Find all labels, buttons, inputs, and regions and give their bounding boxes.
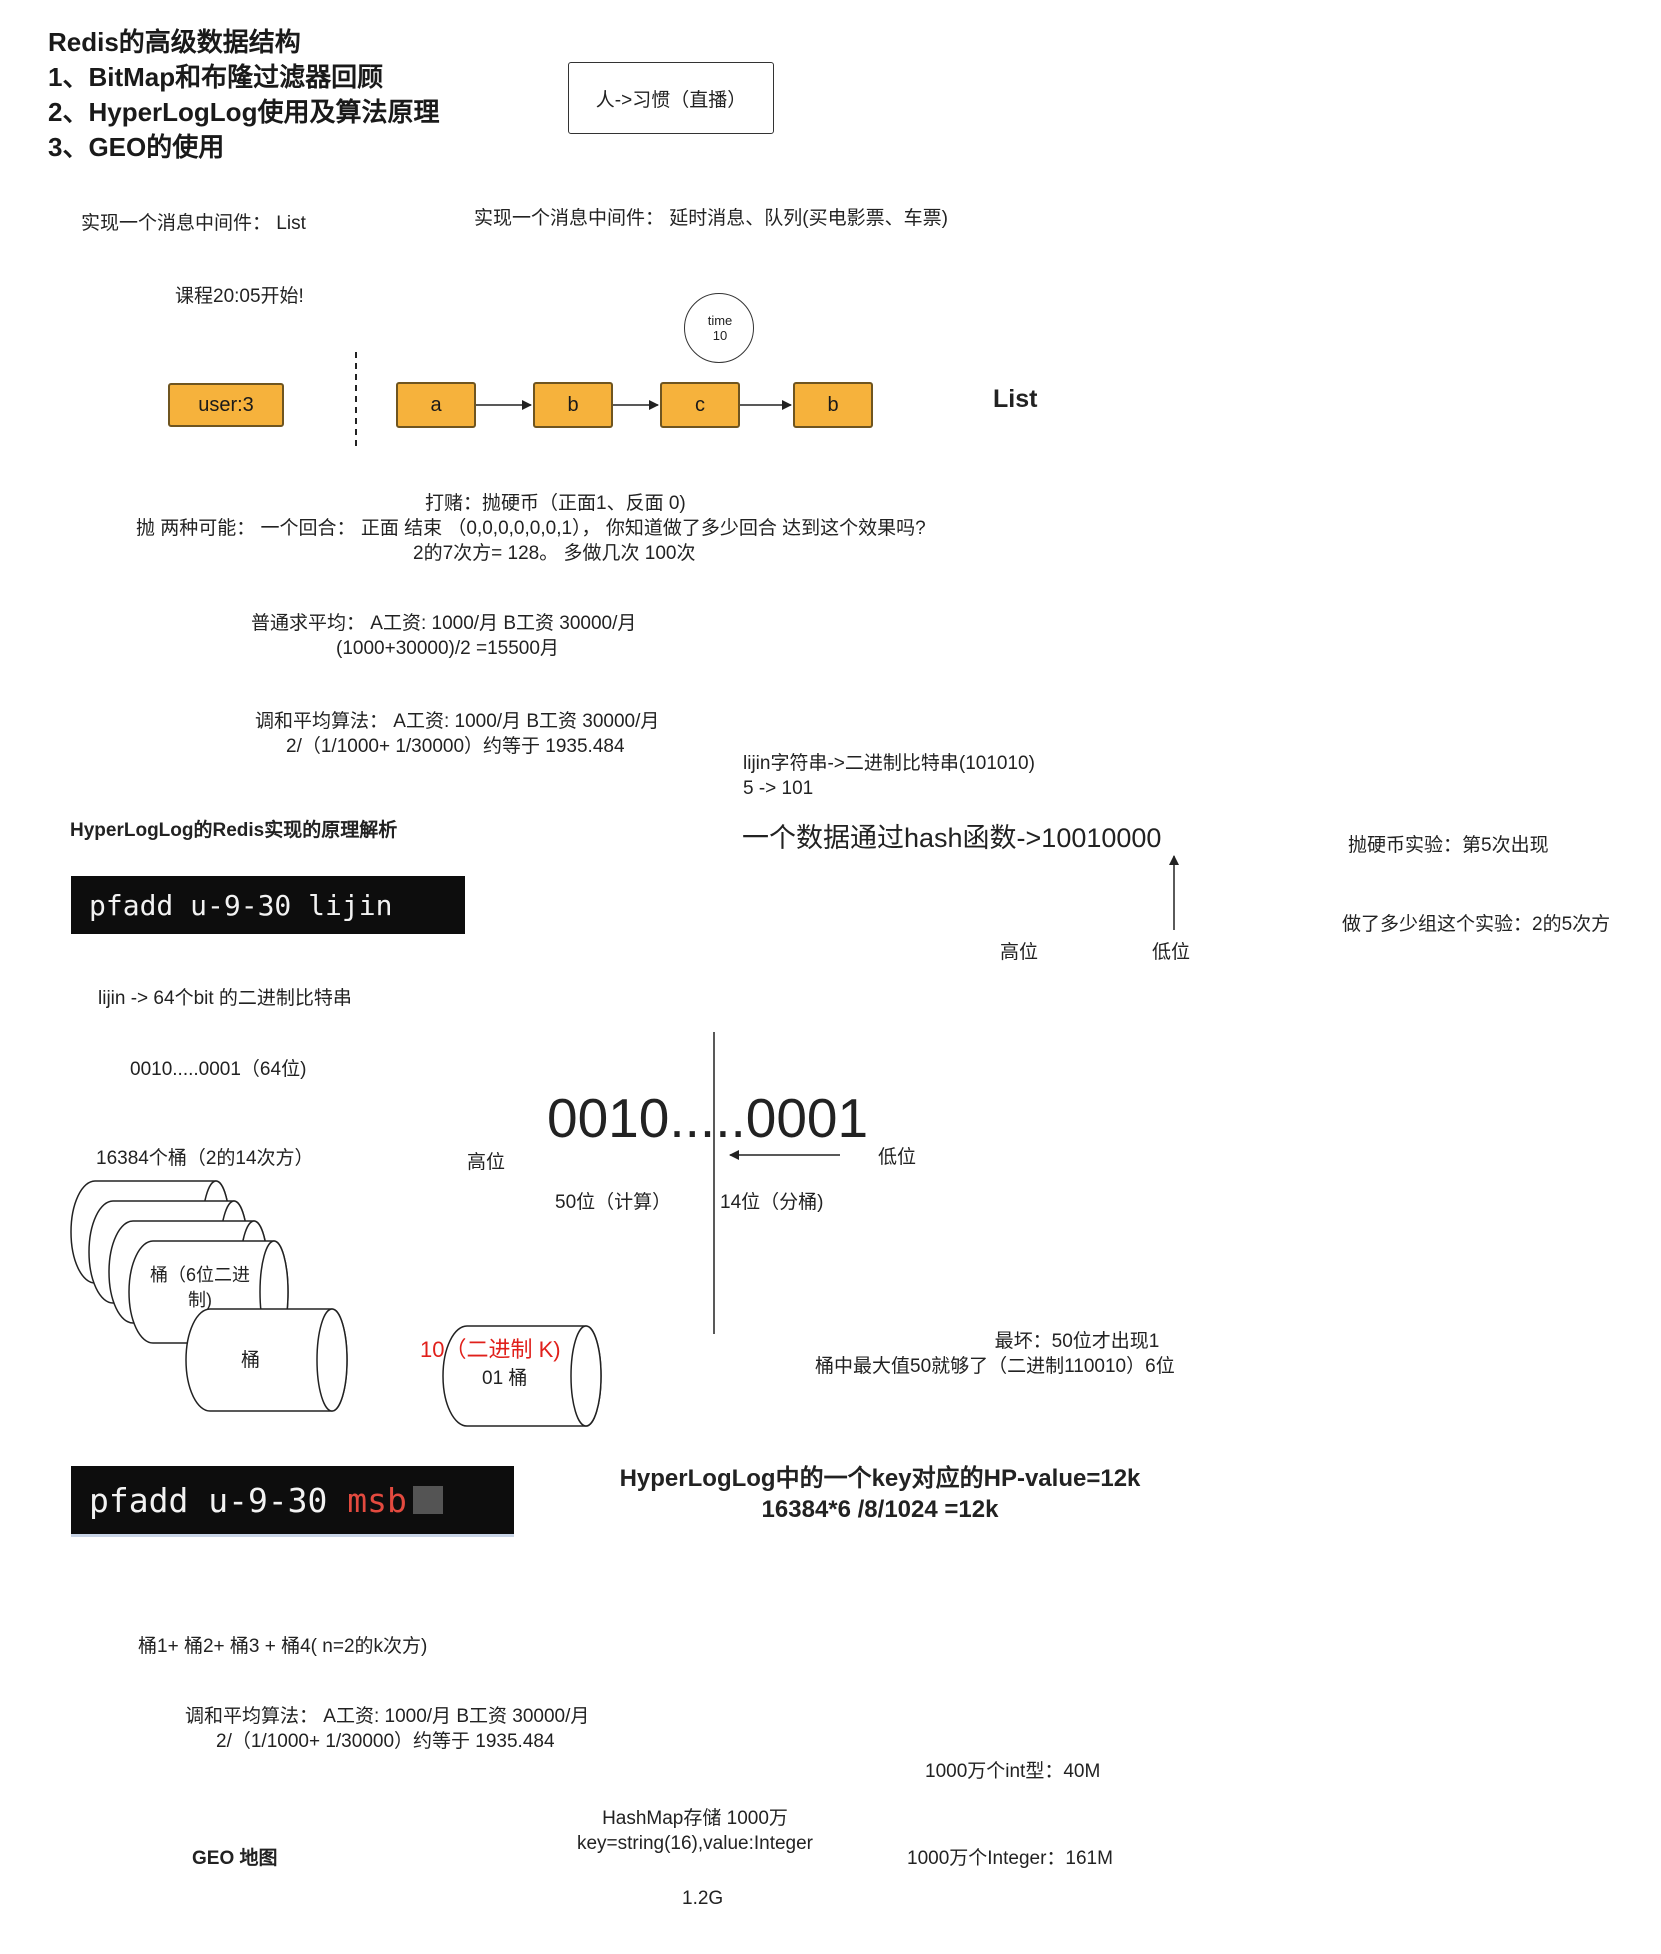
time-circle-label: time <box>707 313 733 328</box>
bucket-sum-text: 桶1+ 桶2+ 桶3 + 桶4( n=2的k次方) <box>138 1636 428 1657</box>
time-circle-value: 10 <box>712 328 728 343</box>
title-line-1: Redis的高级数据结构 <box>48 27 301 57</box>
to-64bit-text: lijin -> 64个bit 的二进制比特串 <box>98 988 352 1009</box>
time-circle: time 10 <box>684 293 754 363</box>
terminal-cmd-2-highlight: msb <box>347 1480 407 1520</box>
habit-box: 人->习惯（直播） <box>568 62 774 134</box>
bucket-6bit-label: 桶（6位二进制) <box>149 1265 250 1310</box>
list-node-label: a <box>430 393 442 416</box>
terminal-cmd-2: pfadd u-9-30 msb <box>71 1466 514 1534</box>
mq-list-text: 实现一个消息中间件： List <box>81 213 306 234</box>
blurred-cursor <box>412 1486 443 1514</box>
course-start-text: 课程20:05开始! <box>175 286 304 307</box>
terminal-cmd-1: pfadd u-9-30 lijin <box>71 876 465 934</box>
bucket-stack <box>70 1180 602 1427</box>
hll-high-bit-label: 高位 <box>467 1152 506 1173</box>
list-node-c: c <box>660 382 740 428</box>
list-node-b-2: b <box>793 382 873 428</box>
bits-64-text: 0010.....0001（64位) <box>130 1059 307 1080</box>
list-node-b: b <box>533 382 613 428</box>
mq-delay-text: 实现一个消息中间件： 延时消息、队列(买电影票、车票) <box>474 208 948 229</box>
worst-case-line-1: 最坏：50位才出现1 <box>994 1331 1160 1352</box>
buckets-count-text: 16384个桶（2的14次方） <box>96 1148 314 1169</box>
list-node-label: b <box>827 393 839 416</box>
harmonic-avg-line-1: 调和平均算法： A工资: 1000/月 B工资 30000/月 <box>255 711 660 732</box>
group-experiment-text: 做了多少组这个实验：2的5次方 <box>1342 914 1611 935</box>
coin-bet-text: 打赌：抛硬币（正面1、反面 0) <box>425 493 686 514</box>
terminal-underline <box>71 1534 514 1537</box>
bucket-label: 桶 <box>241 1350 261 1371</box>
bottom-harmonic-line-1: 调和平均算法： A工资: 1000/月 B工资 30000/月 <box>185 1706 590 1727</box>
list-node-label: c <box>695 393 705 416</box>
list-node-label: b <box>567 393 579 416</box>
hashmap-line-1: HashMap存储 1000万 <box>602 1808 788 1829</box>
normal-avg-line-2: (1000+30000)/2 =15500月 <box>336 638 559 659</box>
size-text: 1.2G <box>682 1888 724 1909</box>
harmonic-avg-line-2: 2/（1/1000+ 1/30000）约等于 1935.484 <box>286 736 625 757</box>
worst-case-line-2: 桶中最大值50就够了（二进制110010）6位 <box>815 1356 1175 1377</box>
bottom-harmonic-line-2: 2/（1/1000+ 1/30000）约等于 1935.484 <box>216 1731 555 1752</box>
user-node: user:3 <box>168 383 284 427</box>
bits-14-text: 14位（分桶) <box>720 1192 824 1213</box>
normal-avg-line-1: 普通求平均： A工资: 1000/月 B工资 30000/月 <box>251 613 637 634</box>
coin-experiment-text: 抛硬币实验：第5次出现 <box>1348 835 1549 856</box>
coin-rounds-text: 抛 两种可能： 一个回合： 正面 结束 （0,0,0,0,0,0,1）， 你知道… <box>136 518 926 539</box>
five-binary-text: 5 -> 101 <box>743 778 814 799</box>
terminal-cmd-1-text: pfadd u-9-30 lijin <box>89 888 393 922</box>
list-node-a: a <box>396 382 476 428</box>
title-line-4: 3、GEO的使用 <box>48 132 225 162</box>
title-line-2: 1、BitMap和布隆过滤器回顾 <box>48 62 384 92</box>
title-line-3: 2、HyperLogLog使用及算法原理 <box>48 97 440 127</box>
habit-box-label: 人->习惯（直播） <box>595 89 747 111</box>
list-label: List <box>993 385 1038 413</box>
integer-memory-text: 1000万个Integer：161M <box>907 1848 1113 1869</box>
hll-heading: HyperLogLog的Redis实现的原理解析 <box>70 820 398 841</box>
terminal-cmd-2-prefix: pfadd u-9-30 <box>89 1480 348 1520</box>
bits-50-text: 50位（计算） <box>555 1192 672 1213</box>
user-node-label: user:3 <box>198 393 254 416</box>
red-binary-k-note: 10（二进制 K) <box>420 1337 561 1362</box>
geo-map-text: GEO 地图 <box>192 1848 278 1869</box>
hll-low-bit-label: 低位 <box>878 1147 917 1168</box>
hashmap-line-2: key=string(16),value:Integer <box>576 1833 814 1854</box>
hp-value-line-1: HyperLogLog中的一个key对应的HP-value=12k <box>619 1465 1141 1492</box>
coin-power-text: 2的7次方= 128。 多做几次 100次 <box>413 543 696 564</box>
bucket-01-label: 01 桶 <box>482 1368 528 1389</box>
low-bit-label: 低位 <box>1152 942 1191 963</box>
int-memory-text: 1000万个int型：40M <box>925 1761 1101 1782</box>
high-bit-label: 高位 <box>1000 942 1039 963</box>
hash-function-text: 一个数据通过hash函数->10010000 <box>742 823 1162 853</box>
lijin-binary-text: lijin字符串->二进制比特串(101010) <box>743 753 1035 774</box>
big-bits-text: 0010.....0001 <box>547 1087 869 1149</box>
hp-value-line-2: 16384*6 /8/1024 =12k <box>761 1496 999 1523</box>
